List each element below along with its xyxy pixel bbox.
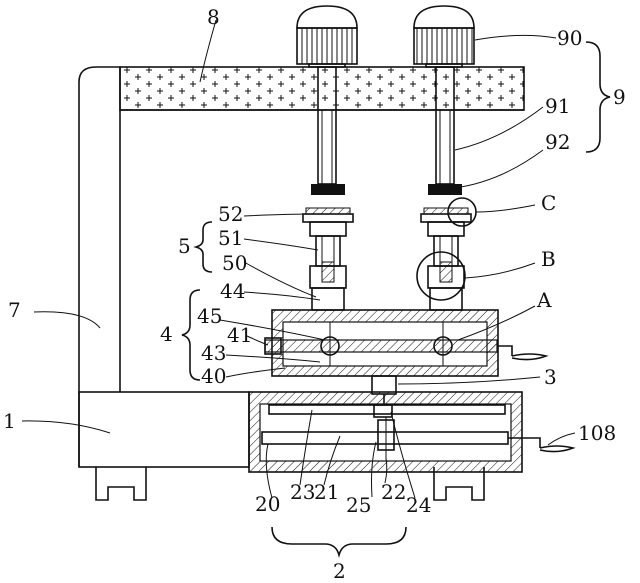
label-51: 51	[218, 226, 243, 250]
label-43: 43	[201, 341, 226, 365]
lower-drive-housing	[249, 392, 573, 472]
label-9: 9	[613, 85, 626, 109]
label-23: 23	[290, 480, 315, 504]
label-45: 45	[197, 304, 222, 328]
sliding-seat-housing	[265, 310, 546, 376]
motor-left	[297, 6, 357, 67]
label-2: 2	[333, 559, 346, 583]
label-8: 8	[207, 5, 220, 29]
label-40: 40	[201, 364, 226, 388]
label-25: 25	[346, 493, 371, 517]
label-90: 90	[557, 26, 582, 50]
label-7: 7	[8, 298, 21, 322]
label-1: 1	[3, 409, 16, 433]
label-5: 5	[178, 234, 191, 258]
top-plate	[120, 67, 524, 110]
brace-5	[196, 222, 212, 272]
label-52: 52	[218, 202, 243, 226]
label-24: 24	[406, 493, 431, 517]
motor-right	[414, 6, 474, 67]
brace-2	[272, 527, 406, 555]
label-22: 22	[381, 480, 406, 504]
label-91: 91	[545, 94, 570, 118]
label-21: 21	[314, 480, 339, 504]
label-20: 20	[255, 492, 280, 516]
label-44: 44	[220, 279, 245, 303]
label-b: B	[541, 247, 556, 271]
label-41: 41	[227, 323, 252, 347]
label-c: C	[541, 191, 556, 215]
label-3: 3	[544, 365, 557, 389]
label-4: 4	[160, 322, 173, 346]
label-108: 108	[578, 421, 616, 445]
brace-9	[586, 42, 610, 152]
label-a: A	[536, 288, 552, 312]
label-92: 92	[545, 130, 570, 154]
label-50: 50	[222, 251, 247, 275]
clamp-head-right	[421, 208, 471, 310]
